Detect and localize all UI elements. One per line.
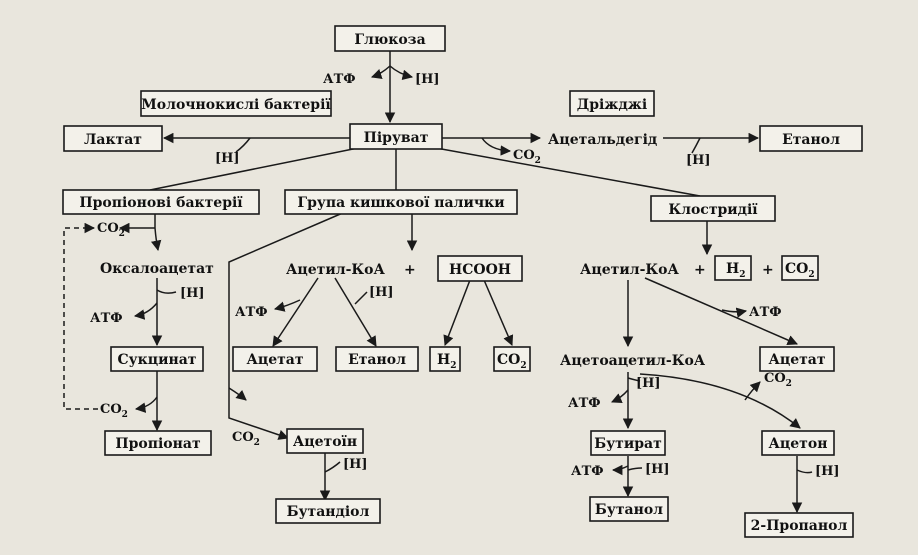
co2-label-acetoin: CO2 xyxy=(232,430,260,448)
ethanol-top-box: Етанол xyxy=(759,125,863,152)
atp-label-acetoacetyl: АТФ xyxy=(568,396,601,411)
atp-label-butyrate: АТФ xyxy=(571,464,604,479)
butyrate-box: Бутират xyxy=(590,430,666,456)
h-label-glucose: [H] xyxy=(415,72,440,87)
yeast-label: Дріжджі xyxy=(577,97,647,113)
oxaloacetate-label: Оксалоацетат xyxy=(100,261,214,277)
h-label-acetone: [H] xyxy=(815,464,840,479)
atp-label-clostridia: АТФ xyxy=(749,305,782,320)
propanol-box: 2-Пропанол xyxy=(744,512,854,538)
ecoli-group-box: Група кишкової палички xyxy=(284,189,518,215)
ethanol-mid-box: Етанол xyxy=(335,346,419,372)
hcooh-box: HCOOH xyxy=(437,255,523,282)
atp-label-glucose: АТФ xyxy=(323,72,356,87)
lactic-bacteria-box: Молочнокислі бактерії xyxy=(140,90,332,117)
lactate-label: Лактат xyxy=(84,132,142,148)
plus-sign-2: + xyxy=(694,262,706,278)
acetone-label: Ацетон xyxy=(769,436,828,452)
lactic-bacteria-label: Молочнокислі бактерії xyxy=(141,97,331,113)
h2-mid-label: H2 xyxy=(437,352,457,371)
plus-sign-3: + xyxy=(762,262,774,278)
ethanol-top-label: Етанол xyxy=(782,132,840,148)
butyrate-label: Бутират xyxy=(594,436,662,452)
acetate-mid-label: Ацетат xyxy=(246,352,303,368)
atp-label-oxaloacetate: АТФ xyxy=(90,311,123,326)
butanol-label: Бутанол xyxy=(595,502,663,518)
h-label-oxaloacetate: [H] xyxy=(180,286,205,301)
ecoli-group-label: Група кишкової палички xyxy=(297,195,504,211)
yeast-box: Дріжджі xyxy=(569,90,655,117)
co2-label-acetaldehyde: CO2 xyxy=(513,148,541,166)
butanediol-label: Бутандіол xyxy=(287,504,370,520)
ethanol-mid-label: Етанол xyxy=(348,352,406,368)
acetyl-coa-mid-label: Ацетил-КоА xyxy=(286,262,385,278)
co2-label-propionic-bottom: CO2 xyxy=(100,402,128,420)
acetoin-box: Ацетоїн xyxy=(286,428,364,454)
lactate-box: Лактат xyxy=(63,125,163,152)
propionate-box: Пропіонат xyxy=(104,430,212,456)
co2-label-acetone: CO2 xyxy=(764,371,792,389)
propanol-label: 2-Пропанол xyxy=(751,518,848,534)
acetaldehyde-label: Ацетальдегід xyxy=(548,132,657,148)
h-label-acetyl-coa: [H] xyxy=(369,285,394,300)
glucose-box: Глюкоза xyxy=(334,25,446,52)
acetate-right-box: Ацетат xyxy=(759,346,835,372)
h-label-lactate: [H] xyxy=(215,151,240,166)
co2-right-box: CO2 xyxy=(781,255,819,281)
co2-label-propionic-top: CO2 xyxy=(97,221,125,239)
plus-sign-1: + xyxy=(404,262,416,278)
connectors xyxy=(63,50,813,514)
propionate-label: Пропіонат xyxy=(115,436,201,452)
glucose-label: Глюкоза xyxy=(354,32,425,48)
succinate-box: Сукцинат xyxy=(110,346,204,372)
co2-right-label: CO2 xyxy=(785,261,815,280)
clostridia-box: Клостридії xyxy=(650,195,776,222)
h-label-ethanol: [H] xyxy=(686,153,711,168)
succinate-label: Сукцинат xyxy=(118,352,197,368)
co2-mid-label: CO2 xyxy=(497,352,527,371)
butanol-box: Бутанол xyxy=(589,496,669,522)
clostridia-label: Клостридії xyxy=(668,202,758,218)
atp-label-acetyl-coa: АТФ xyxy=(235,305,268,320)
pyruvate-box: Піруват xyxy=(349,123,443,150)
butanediol-box: Бутандіол xyxy=(275,498,381,524)
acetate-mid-box: Ацетат xyxy=(232,346,318,372)
h-label-acetoin: [H] xyxy=(343,457,368,472)
acetate-right-label: Ацетат xyxy=(768,352,825,368)
propionic-bacteria-label: Пропіонові бактерії xyxy=(79,195,243,211)
h-label-butyrate: [H] xyxy=(645,462,670,477)
h2-right-label: H2 xyxy=(726,261,746,280)
hcooh-label: HCOOH xyxy=(449,262,511,278)
acetyl-coa-right-label: Ацетил-КоА xyxy=(580,262,679,278)
h2-right-box: H2 xyxy=(714,255,752,281)
acetoin-label: Ацетоїн xyxy=(293,434,357,450)
co2-mid-box: CO2 xyxy=(493,346,531,372)
pyruvate-label: Піруват xyxy=(364,130,429,146)
acetone-box: Ацетон xyxy=(761,430,835,456)
propionic-bacteria-box: Пропіонові бактерії xyxy=(62,189,260,215)
h2-mid-box: H2 xyxy=(429,346,461,372)
h-label-acetoacetyl: [H] xyxy=(636,376,661,391)
acetoacetyl-coa-label: Ацетоацетил-КоА xyxy=(560,353,706,369)
